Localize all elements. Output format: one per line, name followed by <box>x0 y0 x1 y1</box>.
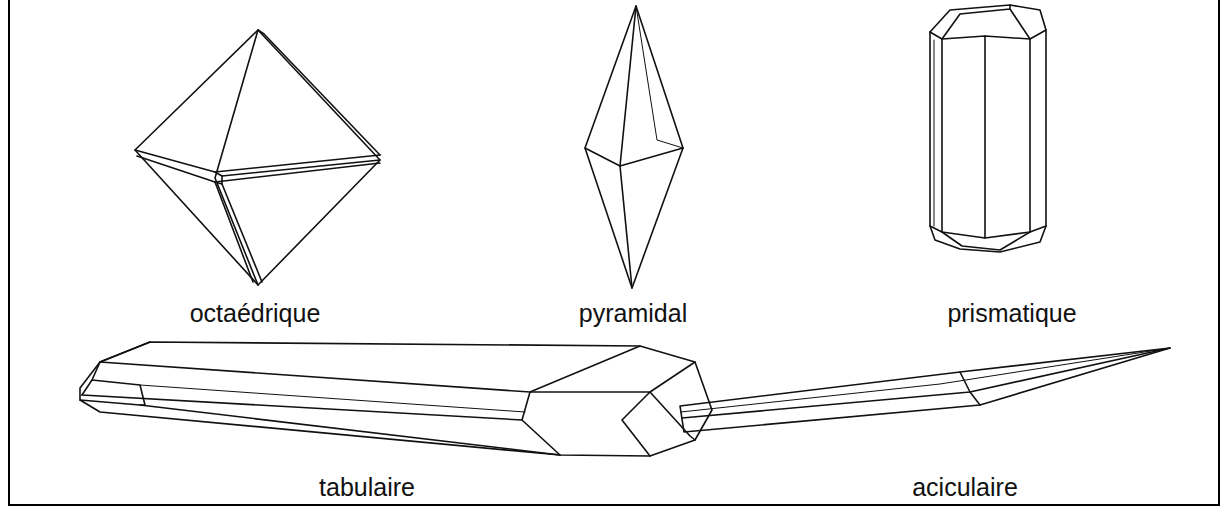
prism-drawing <box>930 5 1046 252</box>
figure-frame <box>8 0 1220 506</box>
habit-label: tabulaire <box>319 474 415 502</box>
habit-label: octaédrique <box>190 300 321 328</box>
acicular-drawing <box>680 348 1170 432</box>
pyramid-drawing <box>585 6 683 288</box>
octahedron-drawing <box>135 30 380 285</box>
tabular-drawing <box>80 342 712 456</box>
habit-label: pyramidal <box>579 300 687 328</box>
habit-label: prismatique <box>947 300 1076 328</box>
habit-label: aciculaire <box>912 474 1018 502</box>
